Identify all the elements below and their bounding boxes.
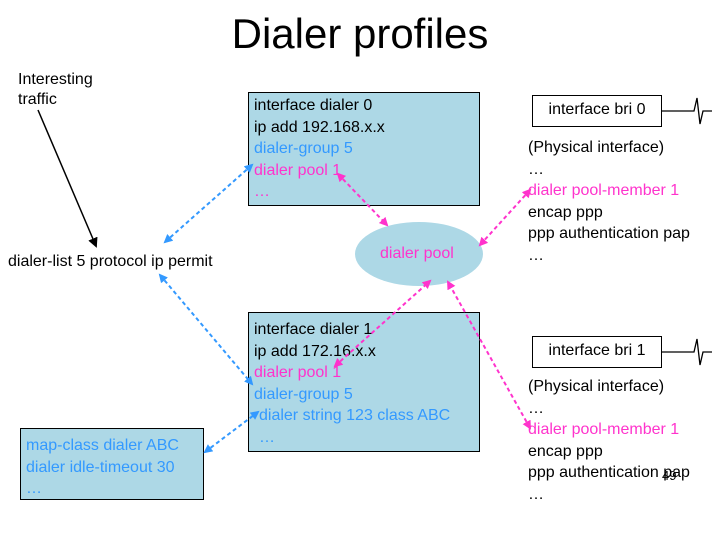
config-line: … xyxy=(528,160,544,178)
config-line: encap ppp xyxy=(528,442,603,460)
config-line: (Physical interface) xyxy=(528,378,665,395)
config-line: dialer-group 5 xyxy=(254,385,353,403)
page-number: 49 xyxy=(662,468,677,483)
config-line: encap ppp xyxy=(528,203,603,221)
dialer-group0-link xyxy=(163,163,254,244)
config-line: map-class dialer ABC xyxy=(26,437,179,454)
bri0-wire-icon xyxy=(662,97,712,125)
config-line: … xyxy=(26,480,42,497)
map-class-box: map-class dialer ABC dialer idle-timeout… xyxy=(20,428,204,500)
bri1-pool-link xyxy=(447,280,531,430)
config-line: dialer string 123 class ABC xyxy=(259,407,451,424)
dialer-pool-ellipse xyxy=(355,222,483,286)
config-line: interface dialer 0 xyxy=(254,97,373,114)
config-line: … xyxy=(528,399,544,417)
config-line: dialer pool-member 1 xyxy=(528,421,680,438)
config-line: dialer pool 1 xyxy=(254,161,342,179)
dialer-pool0-link xyxy=(336,172,389,227)
config-line: … xyxy=(528,485,544,503)
config-line: dialer idle-timeout 30 xyxy=(26,458,175,476)
traffic-arrow xyxy=(37,109,98,248)
config-line: ip add 192.168.x.x xyxy=(254,118,385,136)
slide-title: Dialer profiles xyxy=(231,10,489,57)
config-line: ppp authentication pap xyxy=(528,225,690,242)
bri0-pool-link xyxy=(478,188,532,247)
config-line: dialer pool-member 1 xyxy=(528,182,680,199)
config-line: … xyxy=(254,183,270,200)
dialer-list-label: dialer-list 5 protocol ip permit xyxy=(8,253,213,270)
bri1-wire-icon xyxy=(662,338,712,366)
interface-bri1-label: interface bri 1 xyxy=(532,336,662,368)
dialer-group1-link xyxy=(158,273,254,386)
config-line: dialer pool 1 xyxy=(254,364,342,381)
bri0-config: (Physical interface) … dialer pool-membe… xyxy=(528,137,690,266)
map-class-link xyxy=(203,410,260,454)
config-line: dialer-group 5 xyxy=(254,140,353,157)
interface-bri0-label: interface bri 0 xyxy=(532,95,662,127)
config-line: (Physical interface) xyxy=(528,139,665,156)
interesting-traffic-label: Interesting traffic xyxy=(18,71,93,108)
bri1-config: (Physical interface) … dialer pool-membe… xyxy=(528,376,690,505)
dialer-pool1-link xyxy=(333,279,432,368)
dialer-pool-label: dialer pool xyxy=(380,245,454,262)
config-line: ppp authentication pap xyxy=(528,464,690,481)
config-line: … xyxy=(528,246,544,264)
config-line: … xyxy=(259,428,275,446)
